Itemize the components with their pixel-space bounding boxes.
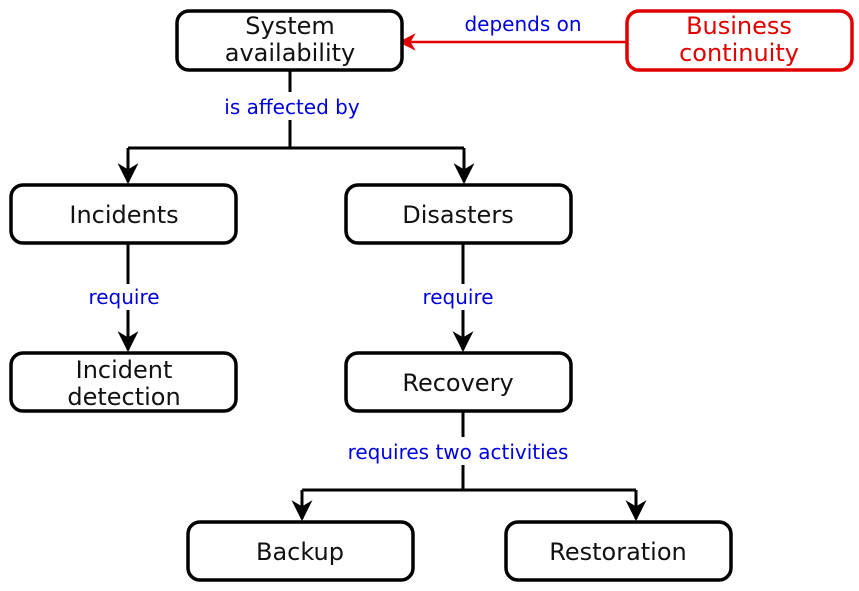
- node-incident-detection-line1: Incident: [76, 356, 173, 384]
- edge-is-affected-by: is affected by: [117, 70, 475, 185]
- edge-requires-two-activities: requires two activities: [291, 412, 647, 522]
- edge-label-require-disasters: require: [422, 285, 493, 309]
- node-backup: Backup: [186, 520, 415, 582]
- edge-label-is-affected-by: is affected by: [224, 95, 360, 119]
- node-business-continuity-line2: continuity: [679, 39, 799, 67]
- edge-label-requires-two-activities: requires two activities: [348, 440, 569, 464]
- edge-require-incidents: require: [80, 244, 170, 353]
- node-incidents-label: Incidents: [69, 201, 178, 229]
- edge-label-require-incidents: require: [88, 285, 159, 309]
- node-recovery-label: Recovery: [402, 369, 513, 397]
- node-restoration: Restoration: [504, 520, 733, 582]
- node-disasters-label: Disasters: [402, 201, 513, 229]
- node-restoration-label: Restoration: [549, 538, 687, 566]
- node-business-continuity: Business continuity: [625, 9, 854, 72]
- node-system-availability-line1: System: [245, 12, 335, 40]
- node-incidents: Incidents: [9, 183, 238, 245]
- node-backup-label: Backup: [256, 538, 344, 566]
- node-system-availability-line2: availability: [225, 39, 356, 67]
- node-incident-detection: Incident detection: [9, 351, 238, 413]
- node-recovery: Recovery: [344, 351, 573, 413]
- node-system-availability: System availability: [175, 9, 404, 72]
- edge-require-disasters: require: [414, 244, 504, 353]
- edge-depends-on: depends on: [398, 12, 626, 51]
- node-disasters: Disasters: [344, 183, 573, 245]
- node-business-continuity-line1: Business: [686, 12, 792, 40]
- node-incident-detection-line2: detection: [67, 383, 180, 411]
- edge-label-depends-on: depends on: [464, 12, 581, 36]
